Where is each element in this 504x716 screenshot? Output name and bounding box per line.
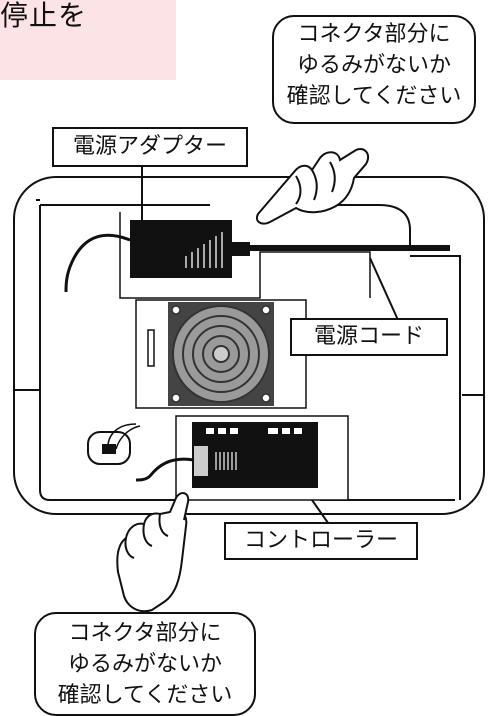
sensor-wires xyxy=(107,423,141,450)
sensor-chip xyxy=(102,444,116,454)
label-power-adapter: 電源アダプター xyxy=(52,127,248,167)
callout-top: コネクタ部分に ゆるみがないか 確認してください xyxy=(272,15,476,124)
power-adapter-body xyxy=(130,220,232,278)
callout-top-line1: コネクタ部分に xyxy=(297,22,451,47)
top-note: 停止を xyxy=(0,0,176,80)
case-seams xyxy=(14,199,484,396)
callout-bottom: コネクタ部分に ゆるみがないか 確認してください xyxy=(34,612,256,716)
label-controller: コントローラー xyxy=(224,522,418,560)
callout-bottom-line2: ゆるみがないか xyxy=(67,652,222,677)
label-power-cord: 電源コード xyxy=(290,318,448,356)
power-cord-plug xyxy=(232,242,250,256)
controller-connector xyxy=(194,446,208,476)
adapter-vent xyxy=(185,232,223,268)
fan-screws xyxy=(171,305,271,403)
adapter-cable xyxy=(64,233,131,293)
pointing-hand-top-icon xyxy=(256,148,370,225)
top-note-text: 停止を xyxy=(0,0,88,32)
controller-ports xyxy=(206,428,302,434)
callout-top-line3: 確認してください xyxy=(286,84,462,109)
callout-top-line2: ゆるみがないか xyxy=(296,53,451,78)
callout-bottom-line3: 確認してください xyxy=(57,683,233,708)
inner-rail xyxy=(39,204,461,501)
callout-bottom-line1: コネクタ部分に xyxy=(68,621,222,646)
controller-pins xyxy=(215,452,237,470)
leader-power-cord xyxy=(369,257,399,321)
controller-cable xyxy=(135,457,195,482)
pointing-hand-bottom-icon xyxy=(116,492,190,613)
fan-slot xyxy=(147,329,155,367)
